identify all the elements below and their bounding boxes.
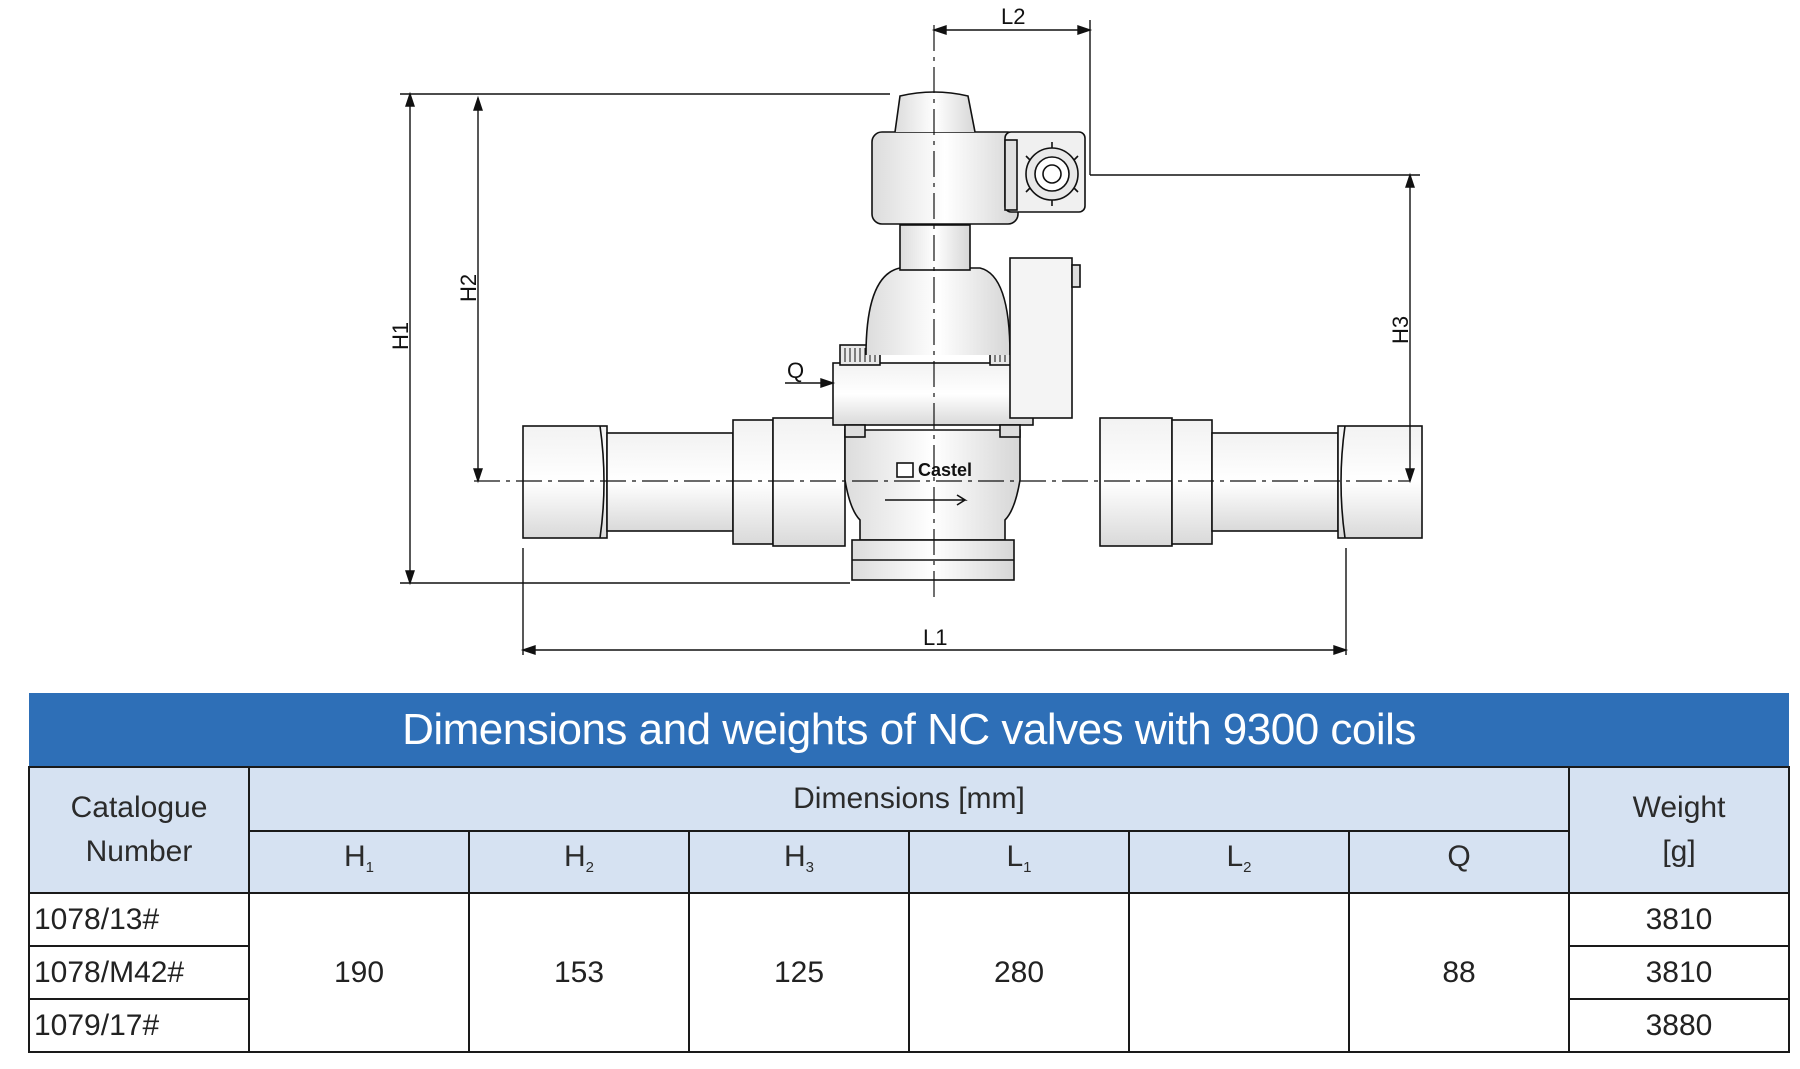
label-l1: L1 [923,625,947,650]
weight-header-line2: [g] [1662,835,1696,868]
col-h1-header: H1 [248,830,470,894]
catalogue-number-header: Catalogue Number [28,766,250,894]
catalogue-header-line2: Number [85,835,193,868]
col-q-header: Q [1348,830,1570,894]
table-title: Dimensions and weights of NC valves with… [29,693,1789,767]
weight-cell: 3880 [1568,998,1790,1053]
table-row: 1079/17# 3880 [28,998,1790,1053]
label-h1: H1 [388,322,413,350]
catalogue-cell: 1078/M42# [28,945,250,1000]
col-l1-header: L1 [908,830,1130,894]
col-h3-header: H3 [688,830,910,894]
valve-technical-drawing: Castel [388,4,1423,655]
valve-body [832,224,1081,581]
label-h2: H2 [456,274,481,302]
h2-value: 153 [468,892,690,1053]
brand-logo-text: Castel [918,460,972,480]
q-value: 88 [1348,892,1570,1053]
l2-value [1128,892,1350,1053]
label-l2: L2 [1001,4,1025,29]
table-row: 1078/13# 190 153 125 280 88 3810 [28,892,1790,1053]
weight-cell: 3810 [1568,945,1790,1000]
label-h3: H3 [1388,316,1413,344]
h1-value: 190 [248,892,470,1053]
dimension-lines [400,20,1420,655]
weight-header: Weight [g] [1568,766,1790,894]
dimensions-weights-table: Dimensions and weights of NC valves with… [28,693,1790,1053]
label-q: Q [787,358,804,383]
pipe-left [522,417,846,547]
dimensions-header: Dimensions [mm] [248,766,1570,832]
catalogue-cell: 1079/17# [28,998,250,1053]
center-lines [474,25,1410,600]
catalogue-cell: 1078/13# [28,892,250,947]
weight-cell: 3810 [1568,892,1790,947]
table-row: 1078/M42# 3810 [28,945,1790,1000]
catalogue-header-line1: Catalogue [70,791,208,824]
weight-header-line1: Weight [1632,791,1726,824]
coil [871,91,1086,225]
l1-value: 280 [908,892,1130,1053]
col-l2-header: L2 [1128,830,1350,894]
h3-value: 125 [688,892,910,1053]
col-h2-header: H2 [468,830,690,894]
pipe-right [1099,417,1423,547]
